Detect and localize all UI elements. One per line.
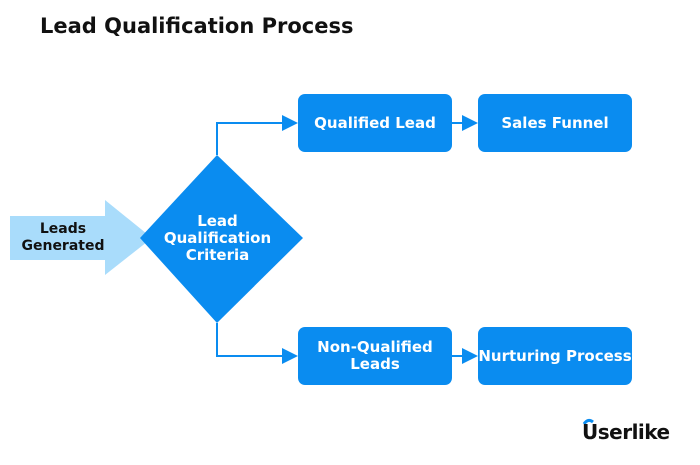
userlike-logo: Userlike <box>582 420 670 444</box>
leads-generated-label: Leads Generated <box>21 221 105 254</box>
nurturing-process-box: Nurturing Process <box>478 327 632 385</box>
non-qualified-leads-box: Non-Qualified Leads <box>298 327 452 385</box>
connector-qualified <box>216 115 298 155</box>
qualified-lead-box: Qualified Lead <box>298 94 452 152</box>
logo-icon <box>582 418 594 425</box>
decision-label: Lead Qualification Criteria <box>163 211 272 264</box>
decision-diamond <box>140 155 303 323</box>
diagram-title: Lead Qualification Process <box>40 14 354 38</box>
connector-nonqualified <box>216 323 298 364</box>
sales-funnel-box: Sales Funnel <box>478 94 632 152</box>
input-arrow-shape <box>10 200 152 275</box>
